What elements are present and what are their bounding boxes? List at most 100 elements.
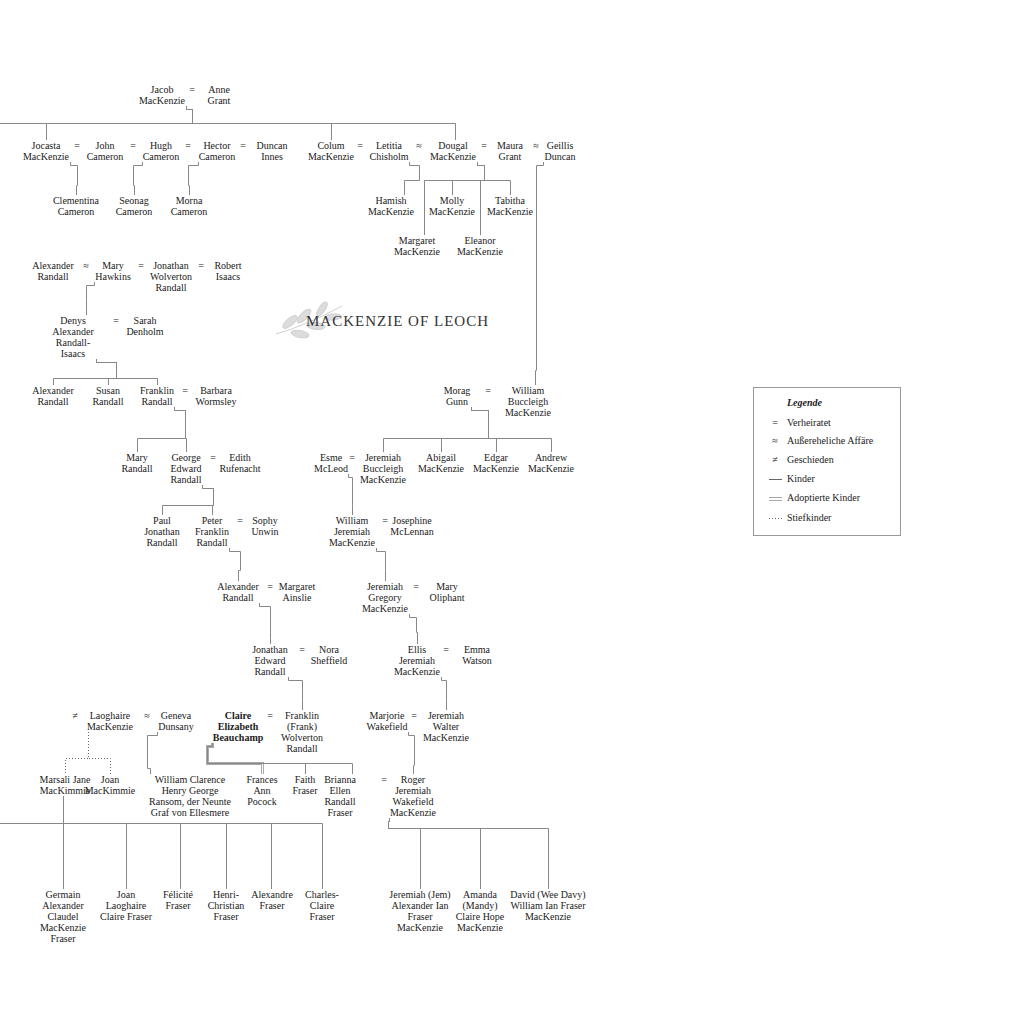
- person-text: Faith Fraser: [291, 774, 319, 796]
- connector-stroke: [472, 407, 497, 452]
- person-name: Denys Alexander Randall-Isaacs: [49, 315, 97, 359]
- relation-symbol: =: [349, 452, 355, 463]
- person-text: Esme McLeod: [313, 452, 350, 474]
- person-name: Mary Hawkins: [94, 260, 133, 282]
- family-connector: [472, 407, 497, 452]
- person-name: Frances Ann Pocock: [245, 774, 280, 807]
- person-text: Margaret Ainslie: [277, 581, 317, 603]
- family-connector: [64, 796, 127, 889]
- person-name: Franklin (Frank) Wolverton Randall: [280, 710, 325, 754]
- person-name: Margaret Ainslie: [277, 581, 317, 603]
- person-name: Henri-Christian Fraser: [206, 889, 246, 922]
- connector-stroke: [208, 743, 263, 774]
- family-connector: [425, 162, 485, 235]
- person-name: William Clarence Henry George Ransom, de…: [148, 774, 233, 818]
- person-name: Emma Watson: [461, 644, 494, 666]
- legend-sample-dotted: [769, 518, 782, 519]
- family-connector: [478, 162, 511, 195]
- person-name: David (Wee Davy) William Ian Fraser MacK…: [509, 889, 587, 922]
- family-connector: [442, 407, 489, 452]
- person-name: Joan Laoghaire Claire Fraser: [99, 889, 154, 922]
- person-name: William Jeremiah MacKenzie: [327, 515, 377, 548]
- person-text: Emma Watson: [461, 644, 494, 666]
- bus-stub: [0, 823, 63, 824]
- person-text: Amanda (Mandy) Claire Hope MacKenzie: [454, 889, 506, 933]
- relation-symbol: ≈: [416, 140, 422, 151]
- person-text: Alexander Randall: [31, 260, 76, 282]
- person-name: Hugh Cameron: [141, 140, 181, 162]
- person-name: Jonathan Edward Randall: [251, 644, 290, 677]
- person-text: Mary Hawkins: [94, 260, 133, 282]
- person-name: Paul Jonathan Randall: [143, 515, 182, 548]
- legend-sample-adopted: [769, 498, 782, 501]
- person-text: George Edward Randall: [169, 452, 204, 485]
- relation-symbol: =: [772, 417, 778, 428]
- person-text: Alexander Randall: [216, 581, 261, 603]
- connector-stroke: [138, 407, 186, 452]
- connector-stroke: [163, 485, 214, 515]
- family-connector: [89, 732, 111, 774]
- person-name: Nora Sheffield: [309, 644, 349, 666]
- person-text: Félicité Fraser: [162, 889, 195, 911]
- person-name: Roger Jeremiah Wakefield MacKenzie: [388, 774, 438, 818]
- connector-stroke: [203, 485, 214, 515]
- connector-stroke: [425, 162, 485, 235]
- person-name: Geillis Duncan: [543, 140, 578, 162]
- relation-symbol: =: [411, 710, 417, 721]
- person-name: Peter Franklin Randall: [194, 515, 231, 548]
- person-text: Colum MacKenzie: [306, 140, 356, 162]
- relation-symbol: =: [481, 140, 487, 151]
- person-text: Edgar MacKenzie: [471, 452, 521, 474]
- person-text: Morag Gunn: [442, 385, 472, 407]
- legend-sample-line: [769, 479, 782, 480]
- relation-symbol: =: [413, 581, 419, 592]
- connector-stroke: [230, 548, 241, 581]
- person-text: Barbara Wormsley: [194, 385, 238, 407]
- relation-symbol: =: [130, 140, 136, 151]
- person-name: Alexandre Fraser: [250, 889, 295, 911]
- person-name: Eleanor MacKenzie: [455, 235, 505, 257]
- family-connector: [97, 359, 158, 385]
- person-text: Molly MacKenzie: [427, 195, 477, 217]
- person-name: Brianna Ellen Randall Fraser: [323, 774, 358, 818]
- person-text: Jeremiah Buccleigh MacKenzie: [358, 452, 408, 485]
- connector-stroke: [442, 407, 489, 452]
- person-text: William Jeremiah MacKenzie: [327, 515, 377, 548]
- family-connector: [384, 407, 489, 452]
- relation-symbol: =: [113, 315, 119, 326]
- person-name: Morna Cameron: [169, 195, 209, 217]
- person-name: Sophy Unwin: [250, 515, 281, 537]
- person-name: Tabitha MacKenzie: [485, 195, 535, 217]
- person-name: Molly MacKenzie: [427, 195, 477, 217]
- connector-stroke: [442, 677, 447, 710]
- family-connector: [175, 407, 187, 452]
- person-name: Jacob MacKenzie: [137, 84, 187, 106]
- connector-stroke: [97, 359, 158, 385]
- family-connector: [389, 818, 549, 889]
- person-name: Félicité Fraser: [162, 889, 195, 911]
- relation-symbol: =: [267, 581, 273, 592]
- family-connector: [208, 743, 263, 774]
- family-connector: [289, 677, 303, 710]
- family-connector: [405, 162, 420, 195]
- person-name: Edith Rufenacht: [218, 452, 263, 474]
- person-name: Maura Grant: [495, 140, 525, 162]
- family-connector: [47, 106, 193, 140]
- relation-symbol: ≈: [144, 710, 150, 721]
- connector-stroke: [377, 548, 386, 581]
- person-name: Jeremiah Gregory MacKenzie: [360, 581, 410, 614]
- person-name: Sarah Denholm: [125, 315, 166, 337]
- person-text: Roger Jeremiah Wakefield MacKenzie: [388, 774, 438, 818]
- person-text: Franklin Randall: [139, 385, 176, 407]
- person-name: Letitia Chisholm: [368, 140, 410, 162]
- person-name: Edgar MacKenzie: [471, 452, 521, 474]
- relation-symbol: =: [210, 452, 216, 463]
- person-text: Jacob MacKenzie: [137, 84, 187, 106]
- person-text: Charles-Claire Fraser: [303, 889, 341, 922]
- family-connector: [66, 732, 89, 774]
- person-text: Marsali Jane MacKimmie: [38, 774, 92, 796]
- person-text: Jeremiah (Jem) Alexander Ian Fraser MacK…: [388, 889, 453, 933]
- person-name: Seonag Cameron: [114, 195, 154, 217]
- person-name: Franklin Randall: [139, 385, 176, 407]
- person-text: Denys Alexander Randall-Isaacs: [49, 315, 97, 359]
